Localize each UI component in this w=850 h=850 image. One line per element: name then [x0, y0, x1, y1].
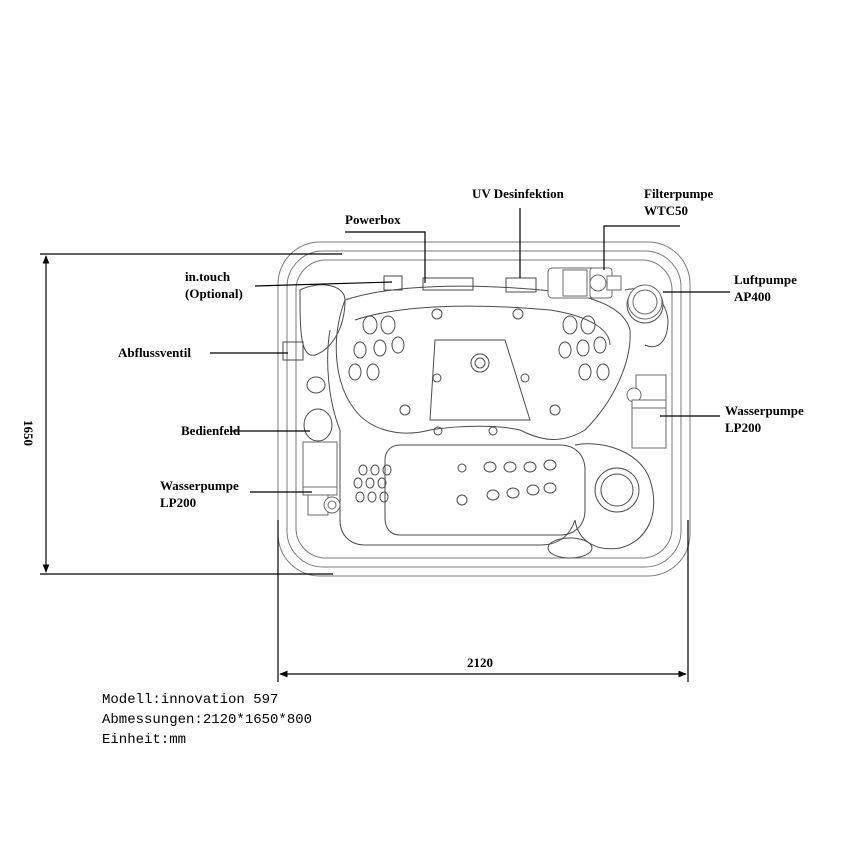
- intouch-box: [383, 275, 403, 291]
- uv-box: [505, 277, 537, 293]
- filter-pump-label: Filterpumpe: [644, 186, 714, 201]
- intouch-optional: (Optional): [185, 286, 243, 301]
- size-info: Abmessungen:2120*1650*800: [102, 712, 313, 728]
- drain-valve-box: [282, 341, 304, 361]
- filter-pump-model: WTC50: [644, 203, 689, 218]
- filter-pump-shape: [547, 267, 622, 299]
- tub-outline: [277, 241, 691, 577]
- leader-lines: [210, 208, 730, 493]
- water-pump-right-label: Wasserpumpe: [725, 403, 804, 418]
- tub-interior: [299, 284, 669, 559]
- air-pump-shape: [627, 284, 663, 320]
- water-pump-right-model: LP200: [725, 420, 762, 435]
- water-pump-left-shape: [302, 441, 341, 516]
- water-pump-left-model: LP200: [160, 495, 197, 510]
- powerbox-box: [422, 277, 474, 291]
- height-dimension: 1650: [21, 420, 36, 446]
- dimension-lines: [40, 253, 689, 682]
- powerbox-label: Powerbox: [345, 212, 401, 227]
- width-dimension: 2120: [467, 655, 493, 670]
- air-pump-model: AP400: [734, 289, 771, 304]
- model-info: Modell:innovation 597: [102, 692, 279, 708]
- drain-valve-label: Abflussventil: [118, 345, 191, 360]
- intouch-label: in.touch: [185, 269, 231, 284]
- uv-label: UV Desinfektion: [472, 186, 564, 201]
- water-pump-right-shape: [626, 374, 667, 449]
- unit-info: Einheit:mm: [102, 732, 187, 748]
- control-panel-label: Bedienfeld: [181, 423, 241, 438]
- air-pump-label: Luftpumpe: [734, 272, 797, 287]
- water-pump-left-label: Wasserpumpe: [160, 478, 239, 493]
